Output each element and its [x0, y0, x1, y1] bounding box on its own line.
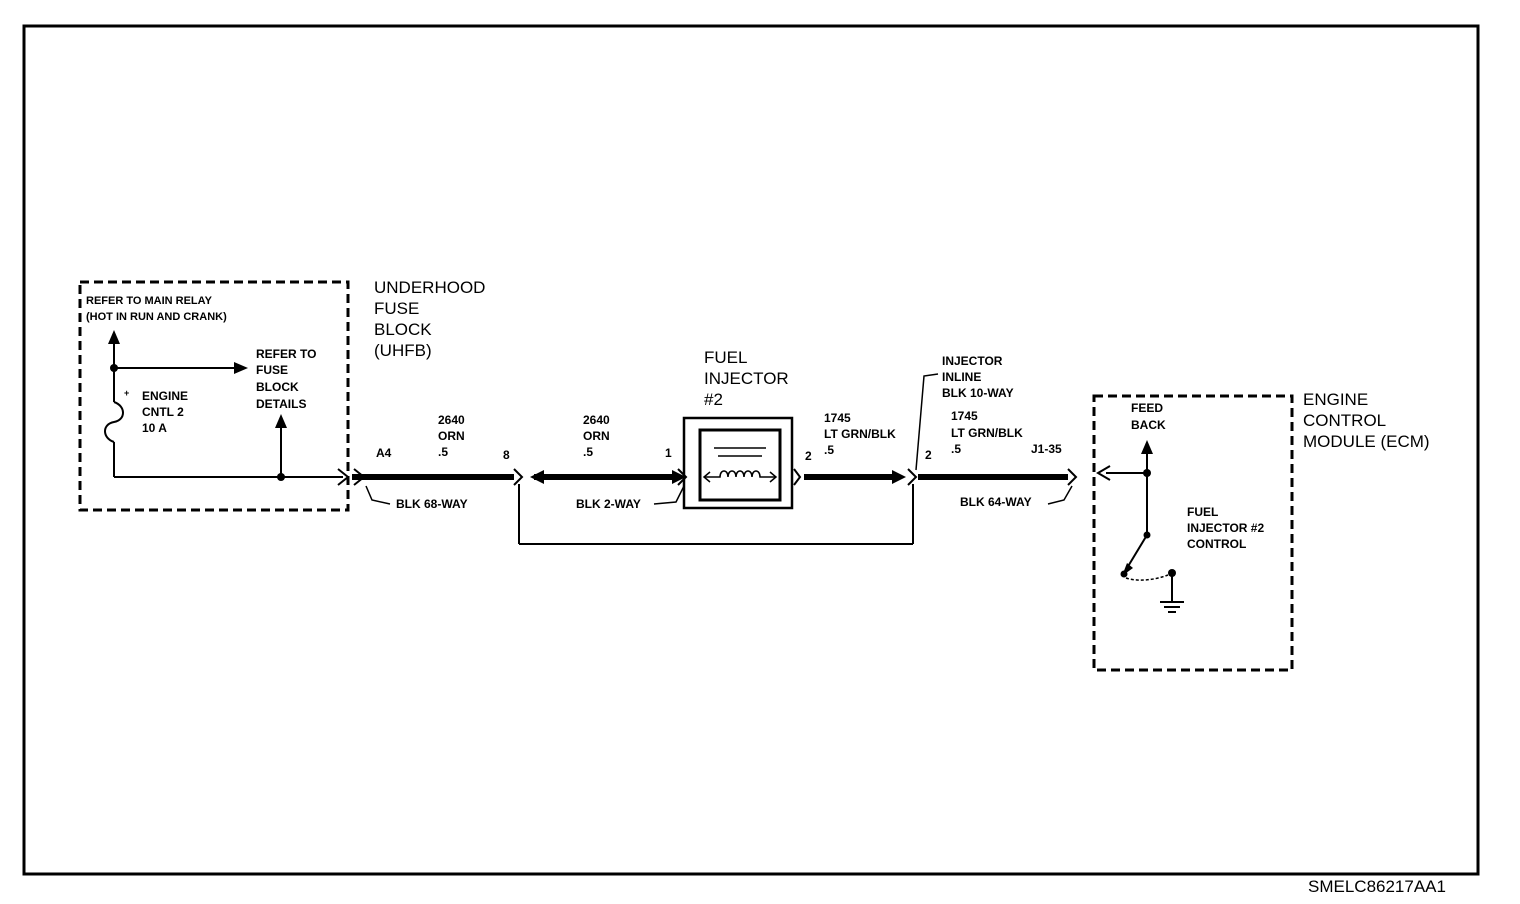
wire-1745-a-arrow-right: [892, 470, 906, 484]
ecm-title-line3: MODULE (ECM): [1303, 432, 1430, 451]
leader-inline: [915, 373, 939, 471]
fuse-name-line1: ENGINE: [142, 389, 189, 403]
reference-code: SMELC86217AA1: [1308, 877, 1446, 896]
connector-blk64: BLK 64-WAY: [960, 495, 1032, 509]
injector-title-line3: #2: [704, 390, 723, 409]
pin-2b: 2: [925, 448, 932, 462]
circuit4-number: 1745: [951, 409, 978, 423]
connector-j135-chevron: [1067, 468, 1078, 486]
refer-fuse-block-line2: FUSE: [256, 363, 289, 377]
ecm-box: [1092, 394, 1294, 672]
pin-j1-35: J1-35: [1031, 442, 1062, 456]
fuse-symbol: [104, 401, 124, 443]
switch-dashed-link: [1125, 574, 1169, 581]
ecm-title-line1: ENGINE: [1303, 390, 1369, 409]
connector-1-chevron: [677, 468, 688, 486]
injector-outer-box: [682, 416, 794, 510]
connector-blk68: BLK 68-WAY: [396, 497, 468, 511]
circuit1-number: 2640: [438, 413, 465, 427]
connector-blk2: BLK 2-WAY: [576, 497, 641, 511]
circuit3-gauge: .5: [824, 443, 835, 457]
main-relay-arrowhead: [108, 330, 120, 344]
circuit3-number: 1745: [824, 411, 851, 425]
refer-fuse-block-line1: REFER TO: [256, 347, 317, 361]
injector-control-line3: CONTROL: [1187, 537, 1247, 551]
inline-connector-line1: INJECTOR: [942, 354, 1003, 368]
switch-bottom-contact: [1120, 570, 1128, 578]
pin-1: 1: [665, 446, 672, 460]
pin-8: 8: [503, 448, 510, 462]
leader-blk2: [653, 485, 685, 505]
feed-back-line2: BACK: [1131, 418, 1166, 432]
fuse-name-line3: 10 A: [142, 421, 167, 435]
refer-fuse-block-line3: BLOCK: [256, 380, 299, 394]
injector-title-line1: FUEL: [704, 348, 748, 367]
connector-2a-chevron: [793, 468, 802, 486]
circuit2-gauge: .5: [583, 445, 594, 459]
pin-a4: A4: [376, 446, 392, 460]
wire-2640-b-arrow-left: [530, 470, 544, 484]
uhfb-box: [78, 280, 350, 512]
leader-blk64: [1047, 485, 1073, 505]
injector-control-line1: FUEL: [1187, 505, 1219, 519]
injector-coil-symbol: [704, 470, 776, 478]
ecm-title-line2: CONTROL: [1303, 411, 1387, 430]
fuse-name-line2: CNTL 2: [142, 405, 184, 419]
refer-fuse-block-line4: DETAILS: [256, 397, 307, 411]
uhfb-title-line4: (UHFB): [374, 341, 432, 360]
connector-a4-end: [353, 468, 366, 486]
uhfb-title-line2: FUSE: [374, 299, 420, 318]
injector-inner-box: [698, 428, 782, 502]
feedback-arrowhead: [1141, 440, 1153, 454]
plus-mark: +: [124, 388, 130, 398]
leader-blk68: [365, 485, 391, 505]
connector-2b-chevron: [907, 468, 918, 486]
connector-a4-chevron: [337, 468, 350, 486]
injector-title-line2: INJECTOR: [704, 369, 789, 388]
hot-in-run-label: (HOT IN RUN AND CRANK): [86, 311, 227, 323]
splice-up-arrowhead: [275, 414, 287, 428]
inline-connector-line3: BLK 10-WAY: [942, 386, 1014, 400]
uhfb-title-line3: BLOCK: [374, 320, 432, 339]
circuit2-color: ORN: [583, 429, 610, 443]
refer-main-relay-label: REFER TO MAIN RELAY: [86, 295, 212, 307]
circuit4-gauge: .5: [951, 442, 962, 456]
injector-coil-left-tick: [702, 471, 711, 483]
injector-control-line2: INJECTOR #2: [1187, 521, 1265, 535]
wire-2640-b-arrow-right: [672, 470, 686, 484]
inline-connector-line2: INLINE: [942, 370, 982, 384]
circuit4-color: LT GRN/BLK: [951, 426, 1023, 440]
ecm-input-arrowhead: [1096, 465, 1111, 481]
uhfb-title-line1: UNDERHOOD: [374, 278, 486, 297]
circuit3-color: LT GRN/BLK: [824, 427, 896, 441]
circuit2-number: 2640: [583, 413, 610, 427]
circuit1-color: ORN: [438, 429, 465, 443]
connector-8-chevron: [513, 468, 524, 486]
outer-border: [22, 24, 1480, 876]
feed-back-line1: FEED: [1131, 401, 1164, 415]
injector-coil-right-tick: [769, 471, 778, 483]
pin-2a: 2: [805, 449, 812, 463]
fuse-details-arrowhead: [234, 362, 248, 374]
circuit1-gauge: .5: [438, 445, 449, 459]
